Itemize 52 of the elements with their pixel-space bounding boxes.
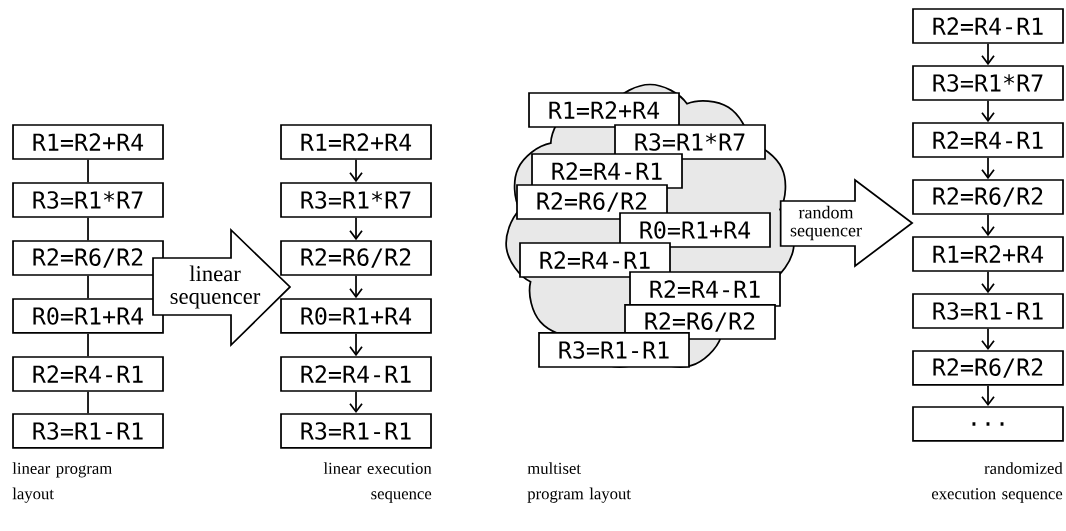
instruction-box: R3=R1-R1 xyxy=(912,293,1064,329)
instruction-box: R3=R1*R7 xyxy=(280,182,432,218)
arrow xyxy=(981,271,995,294)
instruction-box: R2=R4-R1 xyxy=(912,122,1064,158)
connector-line xyxy=(87,159,89,183)
arrow xyxy=(349,391,363,414)
connector-line xyxy=(87,275,89,299)
instruction-box: R0=R1+R4 xyxy=(619,212,771,248)
instruction-box: R2=R6/R2 xyxy=(912,179,1064,215)
arrow xyxy=(981,214,995,237)
instruction-box: R2=R6/R2 xyxy=(516,184,668,220)
instruction-box: R1=R2+R4 xyxy=(528,92,680,128)
edge-label: random sequencer xyxy=(790,205,862,241)
arrow xyxy=(349,275,363,299)
instruction-box: R3=R1-R1 xyxy=(280,413,432,449)
arrow xyxy=(349,217,363,241)
instruction-box: R2=R6/R2 xyxy=(12,240,164,276)
instruction-box: R2=R4-R1 xyxy=(280,356,432,392)
instruction-box: R1=R2+R4 xyxy=(12,124,164,160)
caption-text: linear program layout xyxy=(12,462,112,503)
arrow xyxy=(981,43,995,66)
caption-text: linear execution sequence xyxy=(323,462,432,503)
instruction-box: R2=R6/R2 xyxy=(280,240,432,276)
instruction-box: R2=R6/R2 xyxy=(624,304,776,340)
arrow xyxy=(981,328,995,351)
caption-text: multiset program layout xyxy=(527,462,631,503)
caption-text: randomized execution sequence xyxy=(931,462,1063,503)
instruction-box: R2=R4-R1 xyxy=(519,242,671,278)
instruction-box: R3=R1*R7 xyxy=(614,124,766,160)
connector-line xyxy=(87,217,89,241)
instruction-box: R2=R4-R1 xyxy=(12,356,164,392)
instruction-box: R2=R6/R2 xyxy=(912,350,1064,386)
instruction-box: R0=R1+R4 xyxy=(280,298,432,334)
arrow xyxy=(349,333,363,357)
connector-line xyxy=(87,391,89,414)
instruction-box: R0=R1+R4 xyxy=(12,298,164,334)
instruction-box: R3=R1*R7 xyxy=(12,182,164,218)
sequencer-arrow xyxy=(779,178,914,268)
instruction-box: R3=R1-R1 xyxy=(538,332,690,368)
instruction-box: R2=R4-R1 xyxy=(912,8,1064,44)
instruction-box: R3=R1*R7 xyxy=(912,65,1064,101)
instruction-box: R1=R2+R4 xyxy=(280,124,432,160)
instruction-box: R2=R4-R1 xyxy=(531,153,683,189)
connector-line xyxy=(87,333,89,357)
arrow xyxy=(981,385,995,407)
instruction-box: R2=R4-R1 xyxy=(629,271,781,307)
arrow xyxy=(981,100,995,123)
instruction-box: ... xyxy=(912,406,1064,442)
arrow xyxy=(981,157,995,180)
instruction-box: R1=R2+R4 xyxy=(912,236,1064,272)
instruction-box: R3=R1-R1 xyxy=(12,413,164,449)
arrow xyxy=(349,159,363,183)
